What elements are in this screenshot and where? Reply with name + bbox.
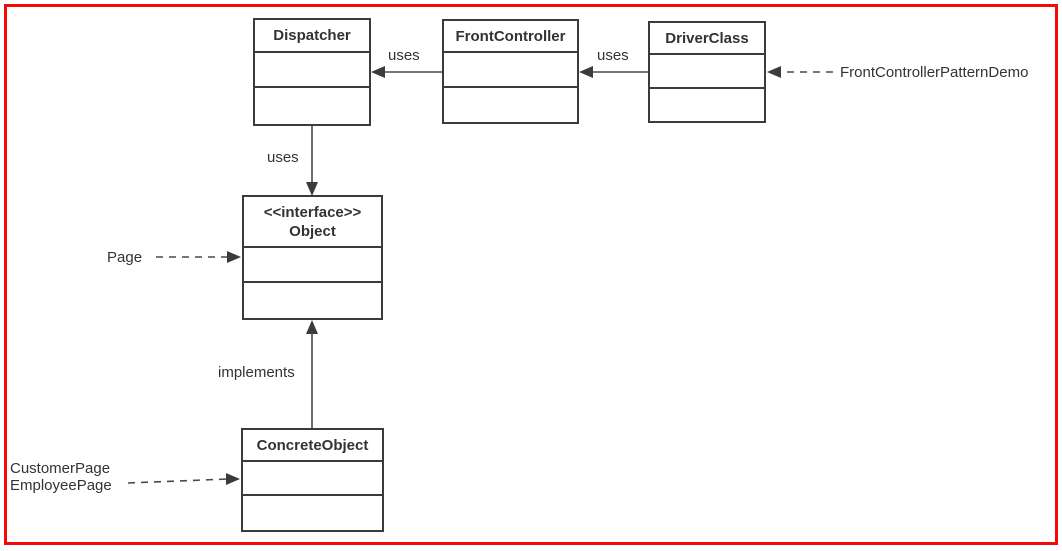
class-box-frontcontroller: FrontController	[442, 19, 579, 124]
class-title-object-interface: <<interface>> Object	[244, 197, 381, 248]
dispatcher-attributes-compartment	[255, 53, 369, 88]
stereotype-label: <<interface>>	[263, 203, 362, 221]
pages-annotation-label: CustomerPage EmployeePage	[10, 460, 112, 494]
concreteobject-operations-compartment	[243, 496, 382, 530]
class-name-dispatcher: Dispatcher	[255, 20, 369, 53]
demo-annotation-label: FrontControllerPatternDemo	[840, 64, 1029, 81]
implements-arrow-concreteobject-to-object	[306, 320, 318, 428]
uses-arrow-frontcontroller-to-dispatcher	[371, 66, 442, 78]
dashed-arrow-demo-to-driverclass	[767, 66, 833, 78]
driverclass-attributes-compartment	[650, 55, 764, 89]
class-box-object-interface: <<interface>> Object	[242, 195, 383, 320]
class-box-concreteobject: ConcreteObject	[241, 428, 384, 532]
object-attributes-compartment	[244, 248, 381, 283]
object-operations-compartment	[244, 283, 381, 318]
page-annotation-label: Page	[107, 249, 143, 266]
class-name-concreteobject: ConcreteObject	[243, 430, 382, 462]
class-name-frontcontroller: FrontController	[444, 21, 577, 53]
implements-label: implements	[218, 364, 295, 381]
frontcontroller-operations-compartment	[444, 88, 577, 122]
uses-label-driver-to-front: uses	[597, 47, 629, 64]
employee-page-annotation-label: EmployeePage	[10, 477, 112, 494]
customer-page-annotation-label: CustomerPage	[10, 460, 111, 477]
dispatcher-operations-compartment	[255, 88, 369, 124]
dashed-arrow-page-to-object	[156, 251, 241, 263]
uses-label-dispatcher-to-object: uses	[267, 149, 299, 166]
uses-arrow-dispatcher-to-object	[306, 125, 318, 196]
class-name-driverclass: DriverClass	[650, 23, 764, 55]
concreteobject-attributes-compartment	[243, 462, 382, 496]
class-box-dispatcher: Dispatcher	[253, 18, 371, 126]
dashed-arrow-pages-to-concreteobject	[127, 473, 240, 485]
class-box-driverclass: DriverClass	[648, 21, 766, 123]
uses-label-front-to-dispatcher: uses	[388, 47, 420, 64]
class-name-object: Object	[289, 222, 336, 240]
uses-arrow-driverclass-to-frontcontroller	[579, 66, 648, 78]
driverclass-operations-compartment	[650, 89, 764, 121]
frontcontroller-attributes-compartment	[444, 53, 577, 88]
